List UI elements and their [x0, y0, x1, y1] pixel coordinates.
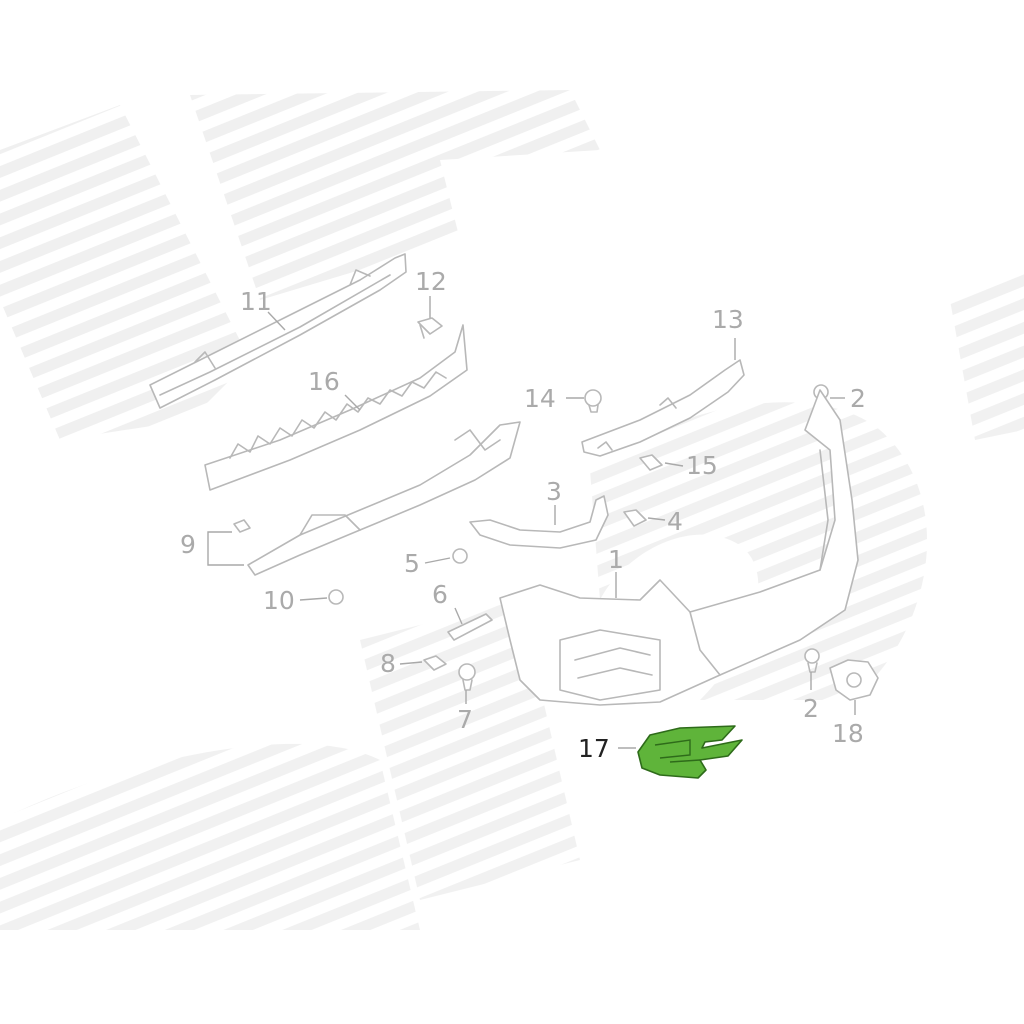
watermark-shape-d: [0, 743, 420, 930]
callout-6: 6: [432, 580, 448, 609]
callout-7: 7: [457, 705, 473, 734]
callout-16: 16: [308, 367, 340, 396]
part-13-bracket[interactable]: [581, 359, 745, 457]
callout-17: 17: [578, 734, 610, 763]
part-12-bolt[interactable]: [417, 317, 443, 339]
part-1-bumper-cover[interactable]: [499, 389, 859, 706]
callout-10: 10: [263, 586, 295, 615]
callout-18: 18: [832, 719, 864, 748]
part-14-clip[interactable]: [584, 389, 602, 413]
part-10-bolt[interactable]: [328, 589, 344, 605]
watermark-shape-f: [950, 270, 1024, 440]
part-17-grille-insert-highlight[interactable]: [637, 725, 743, 779]
part-2-clip-bottom[interactable]: [804, 648, 820, 673]
part-3-arm[interactable]: [469, 495, 609, 549]
callout-8: 8: [380, 649, 396, 678]
callout-3: 3: [546, 477, 562, 506]
callout-1: 1: [608, 545, 624, 574]
part-8-bolt[interactable]: [423, 655, 447, 671]
callout-4: 4: [667, 507, 683, 536]
part-7-clip[interactable]: [458, 663, 476, 691]
part-11-beam[interactable]: [149, 253, 407, 409]
callout-11: 11: [240, 287, 272, 316]
callout-labels: 11 12 16 13 14 2 15 3 4 9 5 1 10 6 8 7 2…: [180, 267, 866, 763]
part-16-absorber[interactable]: [204, 324, 468, 491]
callout-14: 14: [524, 384, 556, 413]
callout-2-bottom: 2: [803, 694, 819, 723]
watermark: [0, 90, 1024, 930]
part-9-support[interactable]: [233, 421, 521, 576]
leader-lines: [207, 296, 856, 749]
callout-15: 15: [686, 451, 718, 480]
watermark-shape-a: [0, 105, 250, 440]
part-15-bolt[interactable]: [639, 454, 663, 471]
callout-13: 13: [712, 305, 744, 334]
watermark-shape-b: [190, 90, 600, 300]
callout-5: 5: [404, 549, 420, 578]
part-4-bolt[interactable]: [623, 509, 647, 527]
callout-9: 9: [180, 530, 196, 559]
part-5-clip[interactable]: [452, 548, 468, 564]
callout-12: 12: [415, 267, 447, 296]
part-6-bracket[interactable]: [447, 613, 493, 641]
part-18-sensor-bracket[interactable]: [829, 659, 879, 701]
callout-2-top: 2: [850, 384, 866, 413]
